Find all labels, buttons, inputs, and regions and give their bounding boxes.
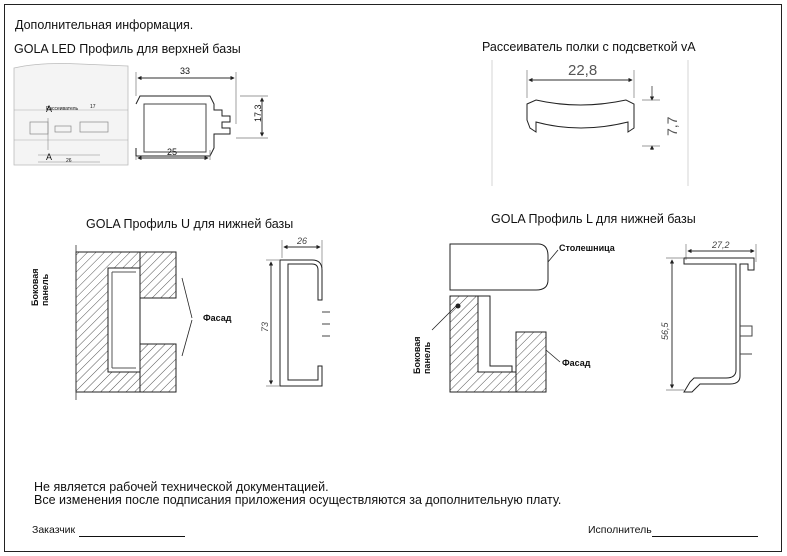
footer-note-1: Не является рабочей технической документ…	[34, 480, 329, 494]
gola-u-title: GOLA Профиль U для нижней базы	[86, 217, 294, 231]
customer-signature-line[interactable]	[79, 536, 185, 537]
gola-l-dim-56-5: 56,5	[660, 322, 670, 340]
gola-l-assembly-drawing	[431, 243, 561, 393]
gola-l-profile-drawing	[666, 244, 757, 393]
customer-label: Заказчик	[32, 524, 76, 536]
inset-label-a-bottom: A	[46, 152, 53, 162]
gola-u-profile-drawing	[266, 240, 330, 387]
inset-label-diffuser: Рассеиватель	[46, 106, 79, 112]
additional-info-heading: Дополнительная информация.	[15, 18, 194, 32]
diffuser-drawing	[491, 60, 689, 186]
gola-u-dim-73: 73	[260, 321, 270, 332]
gola-u-label-facade: Фасад	[203, 313, 232, 323]
gola-led-dim-33: 33	[180, 66, 191, 76]
diffuser-title: Рассеиватель полки с подсветкой vA	[482, 40, 696, 54]
gola-led-profile-drawing	[135, 72, 268, 161]
diffuser-dim-22-8: 22,8	[568, 62, 598, 79]
contractor-label: Исполнитель	[588, 524, 652, 536]
document-frame	[4, 4, 782, 552]
gola-led-title: GOLA LED Профиль для верхней базы	[14, 42, 241, 56]
gola-l-label-facade: Фасад	[562, 358, 591, 368]
inset-label-17: 17	[90, 104, 96, 110]
footer-note-2: Все изменения после подписания приложени…	[34, 493, 562, 507]
gola-l-label-side-panel: Боковая панель	[412, 336, 432, 374]
gola-u-assembly-drawing	[75, 245, 193, 400]
gola-l-title: GOLA Профиль L для нижней базы	[491, 212, 696, 226]
gola-led-dim-25: 25	[167, 147, 178, 157]
gola-led-dim-17-3: 17,3	[253, 104, 263, 122]
inset-label-a-top: A	[46, 104, 53, 114]
gola-led-inset-drawing	[13, 63, 129, 166]
gola-l-dim-27-2: 27,2	[712, 240, 730, 250]
inset-label-26: 26	[66, 158, 72, 164]
gola-l-label-countertop: Столешница	[559, 243, 615, 253]
gola-u-label-side-panel: Боковая панель	[30, 268, 50, 306]
diffuser-dim-7-7: 7,7	[664, 116, 680, 136]
contractor-signature-line[interactable]	[652, 536, 758, 537]
gola-u-dim-26: 26	[297, 236, 308, 246]
